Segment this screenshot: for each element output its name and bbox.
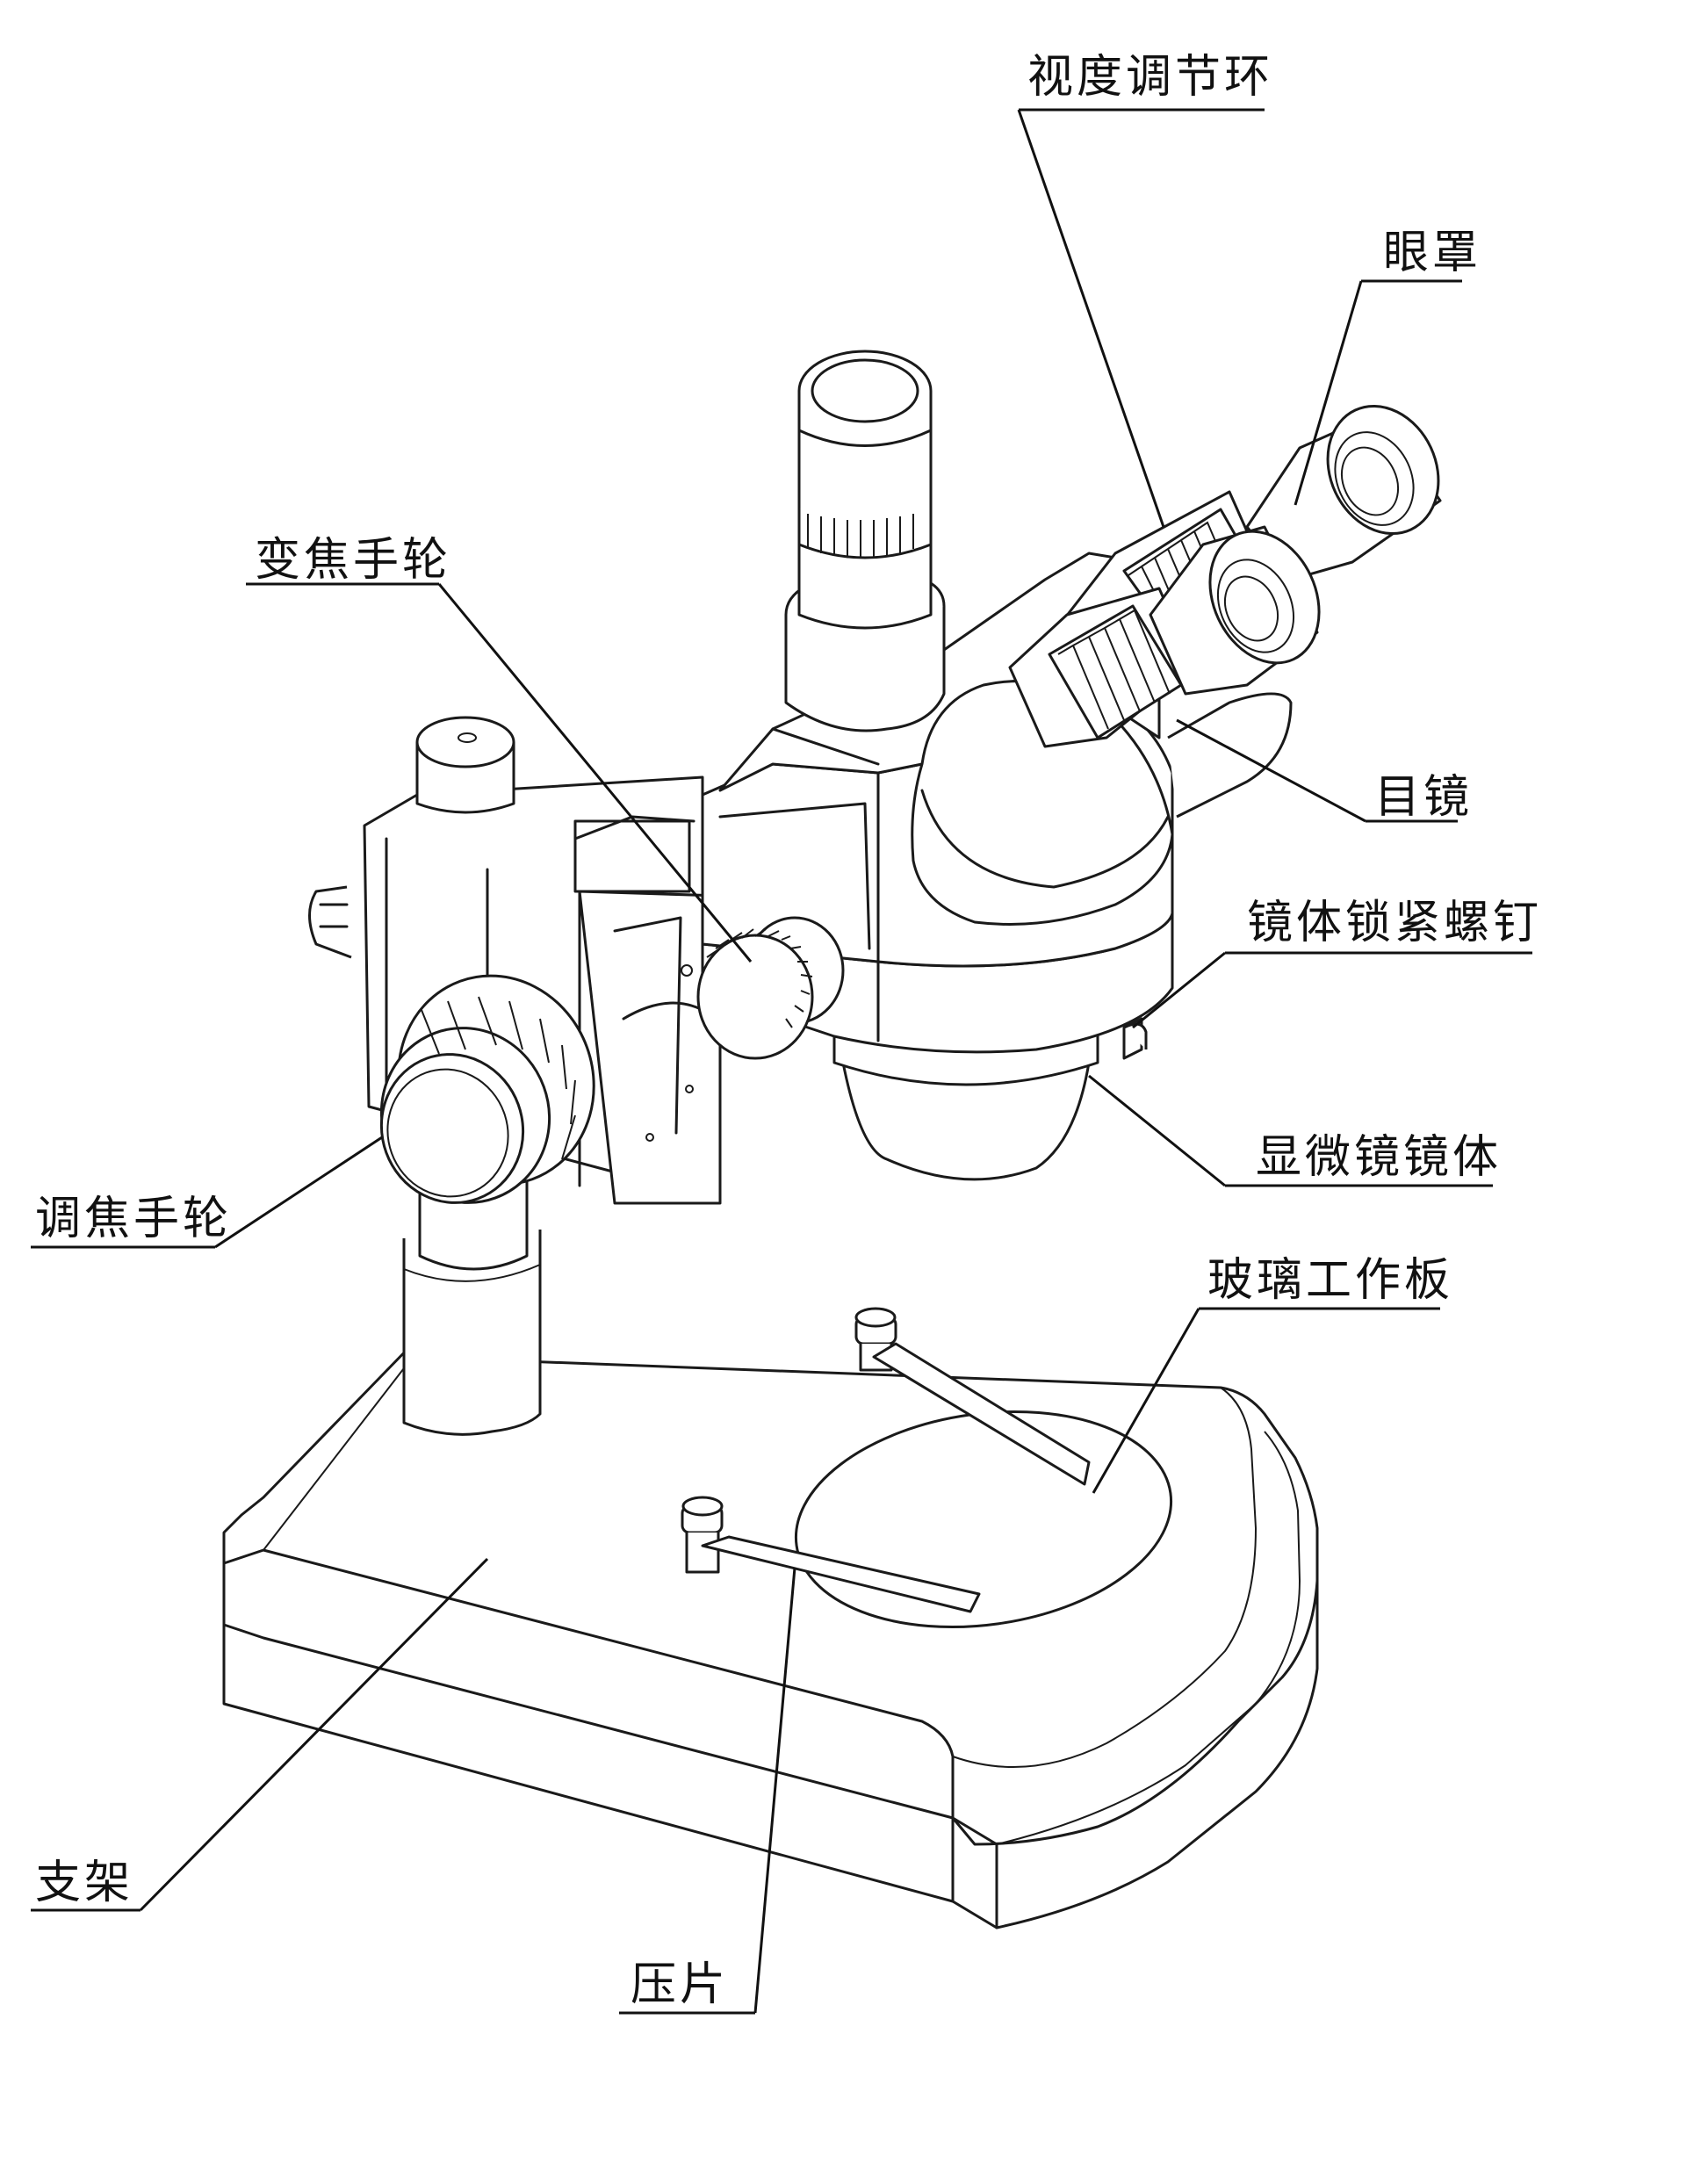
clip-front: [681, 1496, 981, 1613]
label-glass-plate: 玻璃工作板: [1207, 1254, 1454, 1307]
clip-rear: [854, 1307, 1091, 1486]
eyepiece-front: [1008, 525, 1321, 819]
label-stand: 支架: [35, 1857, 134, 1909]
label-eyesight-ring: 视度调节环: [1027, 51, 1274, 104]
label-focus-wheel: 调焦手轮: [35, 1193, 233, 1245]
leader-lines: [31, 108, 1532, 2015]
label-eye-cup: 眼罩: [1383, 227, 1482, 279]
trinocular-head: [718, 350, 1174, 926]
label-zoom-wheel: 变焦手轮: [255, 534, 452, 587]
label-eyepiece: 目镜: [1374, 771, 1474, 824]
label-microscope-body: 显微镜镜体: [1256, 1131, 1503, 1184]
label-body-lock-screw: 镜体锁紧螺钉: [1247, 897, 1543, 949]
stand-base: [222, 1342, 1319, 1929]
focus-wheel: [379, 974, 595, 1204]
label-clip: 压片: [631, 1958, 730, 2011]
pillar: [402, 1168, 542, 1436]
